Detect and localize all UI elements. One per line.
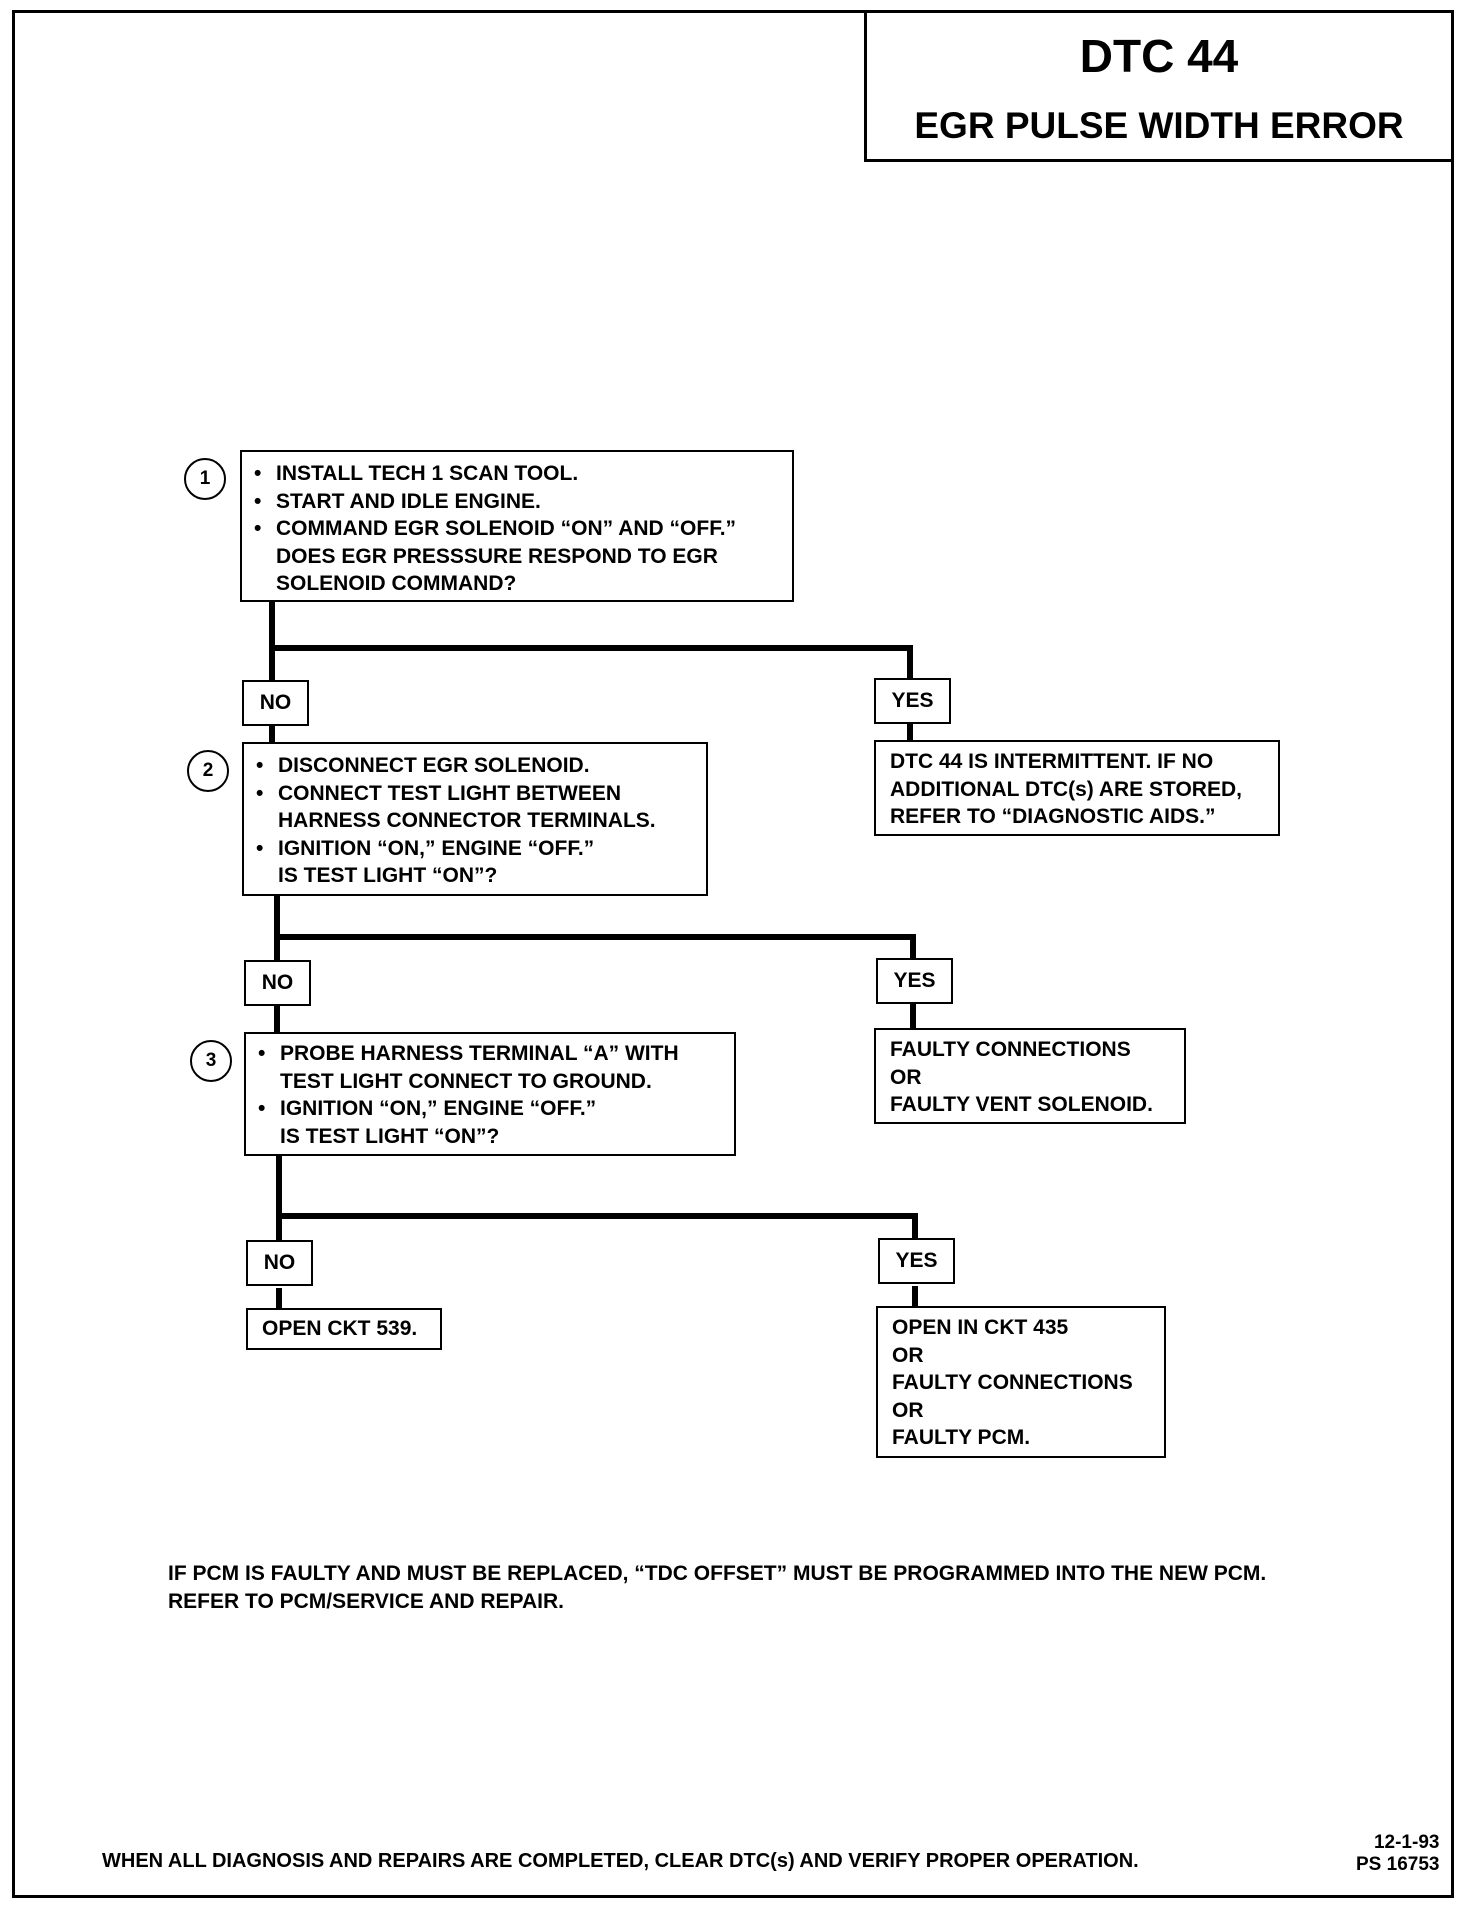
step-1-yes-label: YES <box>874 678 951 724</box>
dtc-title: DTC 44 <box>1079 30 1239 82</box>
step-3-box: PROBE HARNESS TERMINAL “A” WITH TEST LIG… <box>244 1032 736 1156</box>
step-2-bullet: DISCONNECT EGR SOLENOID. <box>244 752 706 780</box>
footer-instruction: WHEN ALL DIAGNOSIS AND REPAIRS ARE COMPL… <box>102 1850 1139 1872</box>
step-1-no-label: NO <box>242 680 309 726</box>
step-2-bullet: IGNITION “ON,” ENGINE “OFF.”IS TEST LIGH… <box>244 835 706 890</box>
step-2-list: DISCONNECT EGR SOLENOID. CONNECT TEST LI… <box>244 752 706 890</box>
step-3-number: 3 <box>190 1040 232 1082</box>
step-3-bullet: PROBE HARNESS TERMINAL “A” WITH TEST LIG… <box>246 1040 710 1095</box>
connector-step1-yes <box>272 645 913 680</box>
step-2-question: IS TEST LIGHT “ON”? <box>278 864 498 887</box>
step-2-no-label: NO <box>244 960 311 1006</box>
step-1-question: DOES EGR PRESSSURE RESPOND TO EGR SOLENO… <box>276 544 718 596</box>
step-2-yes-label: YES <box>876 958 953 1004</box>
step-1-yes-result: DTC 44 IS INTERMITTENT. IF NO ADDITIONAL… <box>874 740 1280 836</box>
step-2-number: 2 <box>187 750 229 792</box>
step-1-bullet: START AND IDLE ENGINE. <box>242 488 792 516</box>
step-2-yes-result: FAULTY CONNECTIONS OR FAULTY VENT SOLENO… <box>874 1028 1186 1124</box>
step-1-box: INSTALL TECH 1 SCAN TOOL. START AND IDLE… <box>240 450 794 602</box>
step-2-bullet: CONNECT TEST LIGHT BETWEEN HARNESS CONNE… <box>244 780 678 835</box>
step-2-box: DISCONNECT EGR SOLENOID. CONNECT TEST LI… <box>242 742 708 896</box>
step-1-list: INSTALL TECH 1 SCAN TOOL. START AND IDLE… <box>242 460 792 598</box>
document-ps-number: PS 16753 <box>1356 1854 1440 1875</box>
step-3-no-label: NO <box>246 1240 313 1286</box>
step-3-no-result: OPEN CKT 539. <box>246 1308 442 1350</box>
step-1-bullet: COMMAND EGR SOLENOID “ON” AND “OFF.”DOES… <box>242 515 792 598</box>
title-block: DTC 44 EGR PULSE WIDTH ERROR <box>864 10 1454 162</box>
step-1-number: 1 <box>184 458 226 500</box>
document-date: 12-1-93 <box>1373 1832 1440 1853</box>
step-3-bullet: IGNITION “ON,” ENGINE “OFF.”IS TEST LIGH… <box>246 1095 734 1150</box>
step-3-yes-label: YES <box>878 1238 955 1284</box>
document-code: 12-1-93 PS 16753 <box>1356 1832 1439 1876</box>
page-border <box>12 10 1454 1898</box>
connector-step3-yes <box>279 1213 918 1240</box>
dtc-subtitle: EGR PULSE WIDTH ERROR <box>914 105 1404 146</box>
step-3-question: IS TEST LIGHT “ON”? <box>280 1124 500 1148</box>
step-1-bullet: INSTALL TECH 1 SCAN TOOL. <box>242 460 792 488</box>
step-3-yes-result: OPEN IN CKT 435 OR FAULTY CONNECTIONS OR… <box>876 1306 1166 1458</box>
pcm-replacement-note: IF PCM IS FAULTY AND MUST BE REPLACED, “… <box>168 1562 1267 1613</box>
step-3-list: PROBE HARNESS TERMINAL “A” WITH TEST LIG… <box>246 1040 734 1150</box>
connector-step2-yes <box>277 934 916 960</box>
